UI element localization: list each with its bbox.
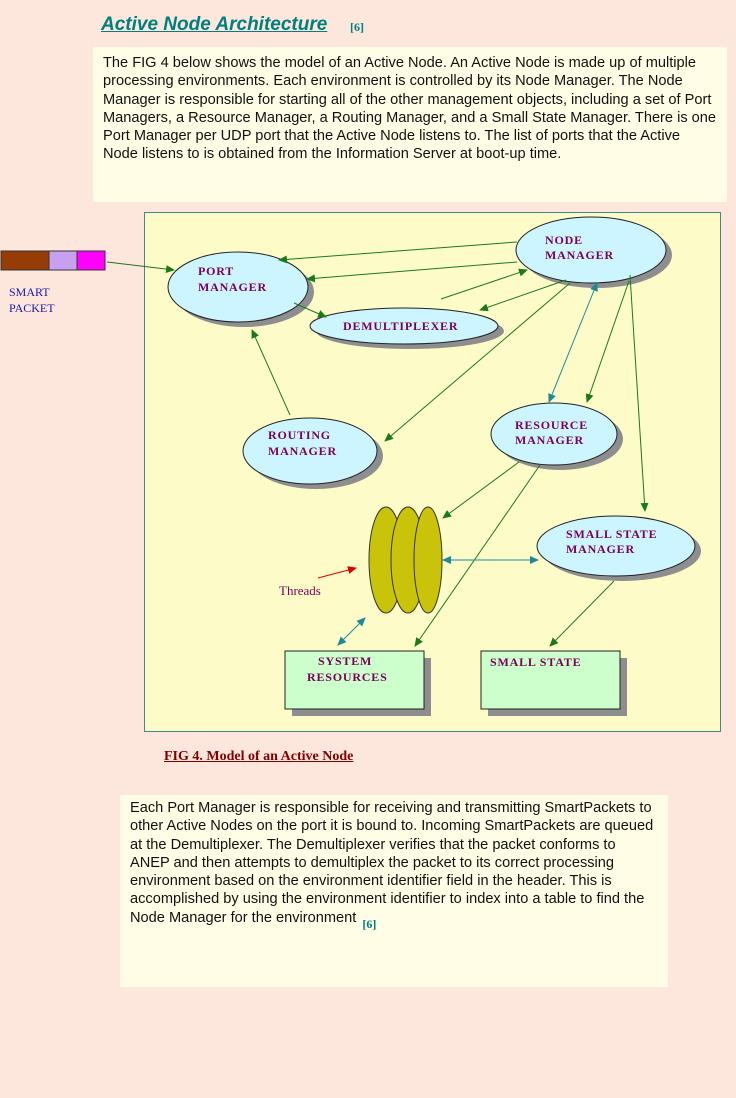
routing-manager — [242, 417, 378, 485]
system-resources-box — [284, 650, 425, 710]
smart-packet — [0, 250, 106, 271]
node-manager-label-2: MANAGER — [545, 248, 614, 262]
port-manager-label-1: PORT — [198, 264, 234, 278]
port-manager — [167, 251, 309, 323]
threads-pointer-arrow — [317, 566, 357, 579]
small-state-manager — [536, 515, 696, 577]
intro-paragraph: The FIG 4 below shows the model of an Ac… — [93, 47, 727, 202]
system-resources-label-1: SYSTEM — [318, 654, 372, 668]
small-state-manager-label-1: SMALL STATE — [566, 527, 657, 541]
resource-manager-label-1: RESOURCE — [515, 418, 588, 432]
page-title: Active Node Architecture — [101, 14, 328, 35]
routing-manager-label-1: ROUTING — [268, 428, 331, 442]
demultiplexer — [309, 307, 499, 345]
teal-arrows — [337, 282, 598, 646]
small-state-label: SMALL STATE — [490, 655, 581, 669]
system-resources-label-2: RESOURCES — [307, 670, 388, 684]
packet-segment-3 — [76, 250, 106, 271]
body-reference[interactable]: [6] — [362, 916, 377, 931]
port-manager-label-2: MANAGER — [198, 280, 267, 294]
packet-segment-1 — [0, 250, 50, 271]
routing-manager-label-2: MANAGER — [268, 444, 337, 458]
packet-segment-2 — [48, 250, 78, 271]
resource-manager — [490, 402, 618, 466]
title-reference[interactable]: [6] — [350, 20, 364, 34]
threads-label: Threads — [279, 583, 321, 598]
figure-caption: FIG 4. Model of an Active Node — [164, 749, 354, 764]
node-manager-label-1: NODE — [545, 233, 583, 247]
resource-manager-label-2: MANAGER — [515, 433, 584, 447]
threads — [368, 506, 443, 614]
demultiplexer-label: DEMULTIPLEXER — [343, 319, 458, 333]
body-paragraph: Each Port Manager is responsible for rec… — [120, 795, 668, 987]
smart-packet-label: SMART PACKET — [9, 285, 55, 315]
body-text: Each Port Manager is responsible for rec… — [130, 800, 654, 926]
small-state-box — [480, 650, 621, 710]
small-state-manager-label-2: MANAGER — [566, 542, 635, 556]
